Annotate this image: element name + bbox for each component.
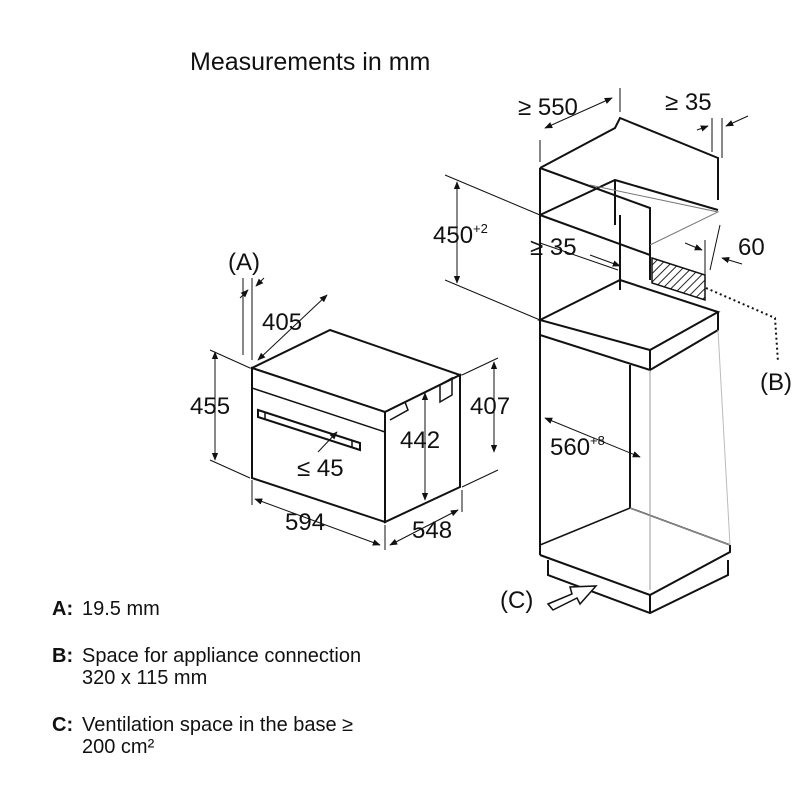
callout-c-label: (C): [500, 587, 533, 614]
dim-height-side-label: 407: [470, 393, 510, 420]
appliance-drawing: [249, 328, 463, 524]
legend-key: B:: [52, 645, 74, 667]
dim-rear-gap-mid-label: ≥ 35: [530, 234, 577, 261]
dim-width-label: 594: [285, 509, 325, 536]
legend-text: Space for appliance connection: [82, 645, 362, 667]
dim-niche-width-label: 560+8: [550, 433, 605, 461]
diagram-title: Measurements in mm: [190, 48, 430, 76]
callout-b-label: (B): [760, 369, 792, 396]
legend-text-line2: 320 x 115 mm: [82, 667, 208, 689]
dim-depth-top-label: ≥ 550: [518, 94, 578, 121]
dim-niche-height-label: 450+2: [433, 221, 488, 249]
cabinet-drawing: [537, 116, 731, 615]
dim-depth-front-label: 405: [262, 309, 302, 336]
callout-b-leader: [705, 287, 779, 363]
legend-text: Ventilation space in the base ≥: [82, 714, 354, 736]
connection-space-area: [651, 256, 706, 302]
legend-item-a: A: 19.5 mm: [52, 598, 160, 620]
legend-key: C:: [52, 714, 74, 736]
appliance-dimension-lines: [209, 277, 499, 550]
legend-text-line2: 200 cm²: [82, 736, 155, 758]
legend-text: 19.5 mm: [82, 598, 160, 620]
legend-item-b: B: Space for appliance connection 320 x 1…: [52, 645, 361, 689]
callout-a-label: (A): [228, 249, 260, 276]
ventilation-arrow-icon: [546, 585, 598, 611]
dim-rear-gap-top-label: ≥ 35: [665, 89, 712, 116]
dim-inner-height-label: 442: [400, 427, 440, 454]
dim-height-overall-label: 455: [190, 393, 230, 420]
legend-key: A:: [52, 598, 74, 620]
dim-rear-side-label: 60: [738, 234, 765, 261]
cabinet-dimension-lines: [444, 88, 749, 458]
legend-item-c: C: Ventilation space in the base ≥ 200 cm…: [52, 714, 353, 758]
dim-depth-label: 548: [412, 517, 452, 544]
dim-handle-label: ≤ 45: [297, 455, 344, 482]
